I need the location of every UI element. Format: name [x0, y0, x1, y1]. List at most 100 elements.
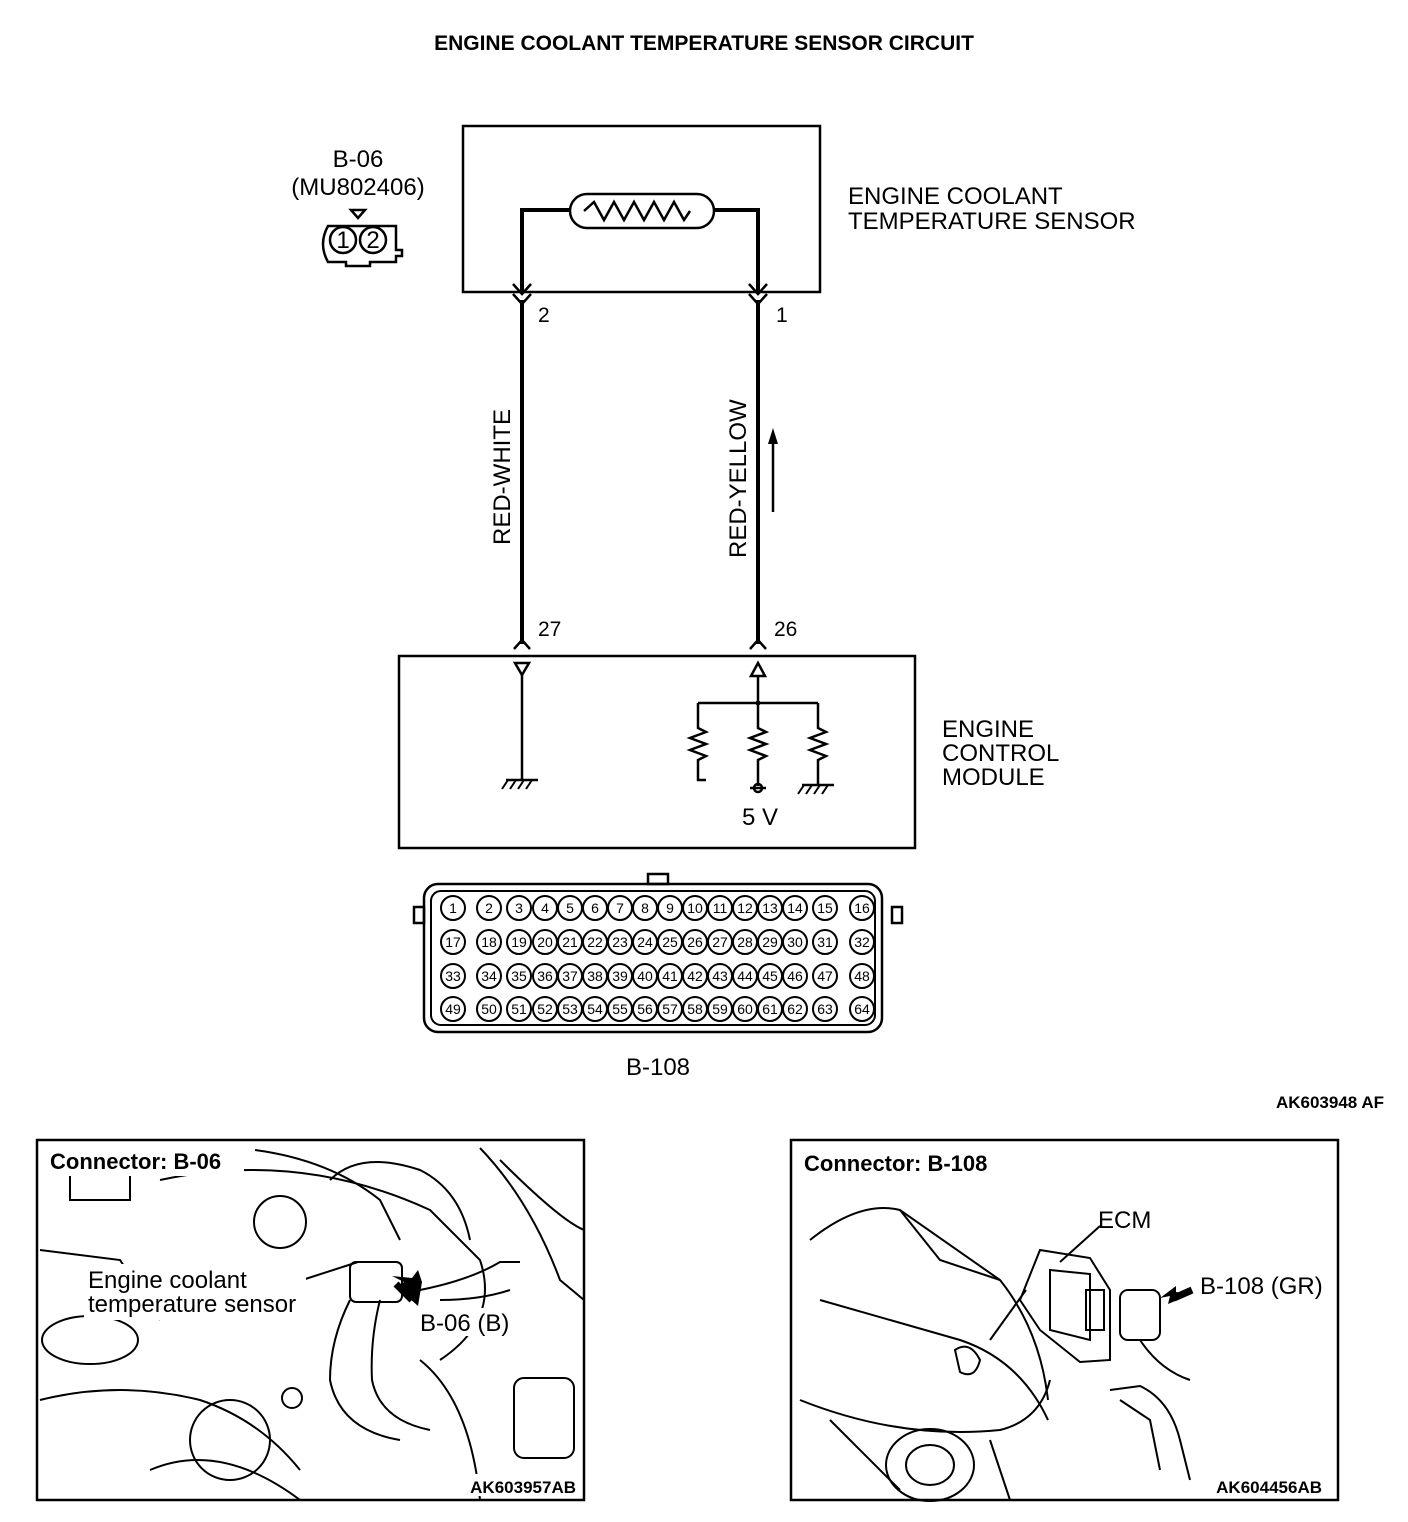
b108-connector-sketch: [1119, 1289, 1161, 1341]
connector-pin-label: 37: [562, 968, 578, 984]
connector-pin-label: 10: [687, 900, 703, 916]
connector-pin-label: 53: [562, 1001, 578, 1017]
ecm-unit-sketch: [1018, 1248, 1111, 1364]
panel-right-caption: Connector: B-108: [804, 1151, 987, 1176]
ecm-connector-id: B-108: [626, 1054, 690, 1081]
connector-pin-2-label: 2: [366, 227, 379, 254]
sensor-label-line2: TEMPERATURE SENSOR: [848, 208, 1136, 235]
connector-pin-46: [782, 963, 808, 989]
panel-left-code: AK603957AB: [470, 1478, 576, 1497]
connector-pin-18: [476, 929, 502, 955]
connector-shell-outer: [422, 882, 884, 1034]
connector-pin-label: 50: [481, 1001, 497, 1017]
panel-connector-b108: Connector: B-108 ECM B-108 (GR) AK604456…: [789, 1138, 1340, 1502]
connector-pin-62: [782, 996, 808, 1022]
connector-pin-label: 1: [449, 900, 457, 916]
connector-pin-label: 62: [787, 1001, 803, 1017]
connector-pin-label: 31: [817, 934, 833, 950]
connector-pin-label: 39: [612, 968, 628, 984]
ecm-pin-27-number: 27: [538, 618, 561, 641]
connector-pin-label: 36: [537, 968, 553, 984]
connector-pin-label: 29: [762, 934, 778, 950]
connector-pin-label: 42: [687, 968, 703, 984]
connector-pin-51: [506, 996, 532, 1022]
connector-pin-19: [506, 929, 532, 955]
connector-pin-label: 49: [445, 1001, 461, 1017]
connector-pin-14: [782, 895, 808, 921]
connector-pin-label: 40: [637, 968, 653, 984]
connector-pin-label: 21: [562, 934, 578, 950]
connector-pin-31: [812, 929, 838, 955]
sensor-connector-part: (MU802406): [291, 174, 424, 201]
connector-latch-left: [412, 905, 426, 925]
connector-pin-48: [849, 963, 875, 989]
connector-pin-label: 22: [587, 934, 603, 950]
connector-housing: [321, 224, 404, 268]
sensor-label-line1: ENGINE COOLANT: [848, 183, 1063, 210]
connector-pin-34: [476, 963, 502, 989]
connector-pin-label: 16: [854, 900, 870, 916]
wire-color-red-yellow: RED-YELLOW: [725, 399, 752, 558]
connector-pin-label: 55: [612, 1001, 628, 1017]
sensor-connector-b06: B-06 (MU802406) 1 2: [291, 146, 425, 268]
connector-pin-label: 5: [566, 900, 574, 916]
connector-pin-64: [849, 996, 875, 1022]
diagram-title: ENGINE COOLANT TEMPERATURE SENSOR CIRCUI…: [434, 32, 974, 55]
b06-pointer-arrow: [392, 1270, 422, 1306]
ecm-label-line3: MODULE: [942, 764, 1045, 791]
wire-color-red-white: RED-WHITE: [489, 409, 516, 545]
ecm-input-26-marker: [748, 660, 768, 678]
connector-pin-label: 15: [817, 900, 833, 916]
connector-pin-label: 48: [854, 968, 870, 984]
connector-pin-label: 17: [445, 934, 461, 950]
connector-cavity-2: [358, 225, 388, 255]
connector-pin-label: 32: [854, 934, 870, 950]
connector-pin-label: 63: [817, 1001, 833, 1017]
vehicle-wheel: [885, 1428, 975, 1502]
panel-right-code: AK604456AB: [1216, 1478, 1322, 1497]
connector-pin-label: 30: [787, 934, 803, 950]
connector-pin-label: 64: [854, 1001, 870, 1017]
sensor-internal-wire-left: [520, 208, 570, 292]
panel-right-frame: [789, 1138, 1340, 1502]
ecm-pin-26-terminal-mark: [749, 638, 767, 650]
connector-pin-label: 23: [612, 934, 628, 950]
connector-pin-49: [440, 996, 466, 1022]
ground-symbol-ecm-right: [796, 783, 836, 796]
connector-pin-label: 51: [511, 1001, 527, 1017]
supply-voltage-label: 5 V: [742, 804, 778, 831]
connector-pin-label: 28: [737, 934, 753, 950]
ecm-pullup-resistor: [746, 703, 770, 786]
connector-pin-label: 25: [662, 934, 678, 950]
connector-latch-right: [890, 905, 904, 925]
ecm-location-leader: [989, 1289, 1027, 1341]
connector-latch-top: [646, 872, 670, 886]
connector-pin-1: [440, 895, 466, 921]
callout-leader-line: [295, 1261, 359, 1283]
thermistor-body: [568, 192, 716, 230]
panel-left-callout-line2: temperature sensor: [88, 1291, 296, 1318]
connector-pin-label: 52: [537, 1001, 553, 1017]
panel-right-connector-label: B-108 (GR): [1200, 1273, 1323, 1300]
connector-pin-label: 14: [787, 900, 803, 916]
panel-left-caption: Connector: B-06: [50, 1149, 221, 1174]
connector-pin-label: 11: [713, 900, 728, 916]
ecm-label-line2: CONTROL: [942, 740, 1059, 767]
connector-pin-label: 26: [687, 934, 703, 950]
connector-pin-label: 19: [511, 934, 527, 950]
connector-shell-inner: [430, 890, 876, 1026]
ground-symbol-pin-27: [500, 778, 540, 791]
connector-pin-label: 57: [662, 1001, 678, 1017]
connector-pin-35: [506, 963, 532, 989]
thermistor-resistor: [583, 199, 692, 223]
coolant-temperature-sensor: ENGINE COOLANT TEMPERATURE SENSOR: [461, 124, 1136, 294]
ecm-resistor-right: [806, 703, 830, 785]
panel-right-ecm-label: ECM: [1098, 1207, 1151, 1234]
connector-pin-label: 2: [485, 900, 493, 916]
connector-pin-label: 20: [537, 934, 553, 950]
ecm-label-line1: ENGINE: [942, 716, 1034, 743]
ecm-pin-27-terminal-mark: [513, 638, 531, 650]
ecm-label-leader: [1059, 1225, 1101, 1263]
sensor-pin-2-number: 2: [538, 304, 550, 327]
panel-left-connector-label: B-06 (B): [420, 1310, 509, 1337]
